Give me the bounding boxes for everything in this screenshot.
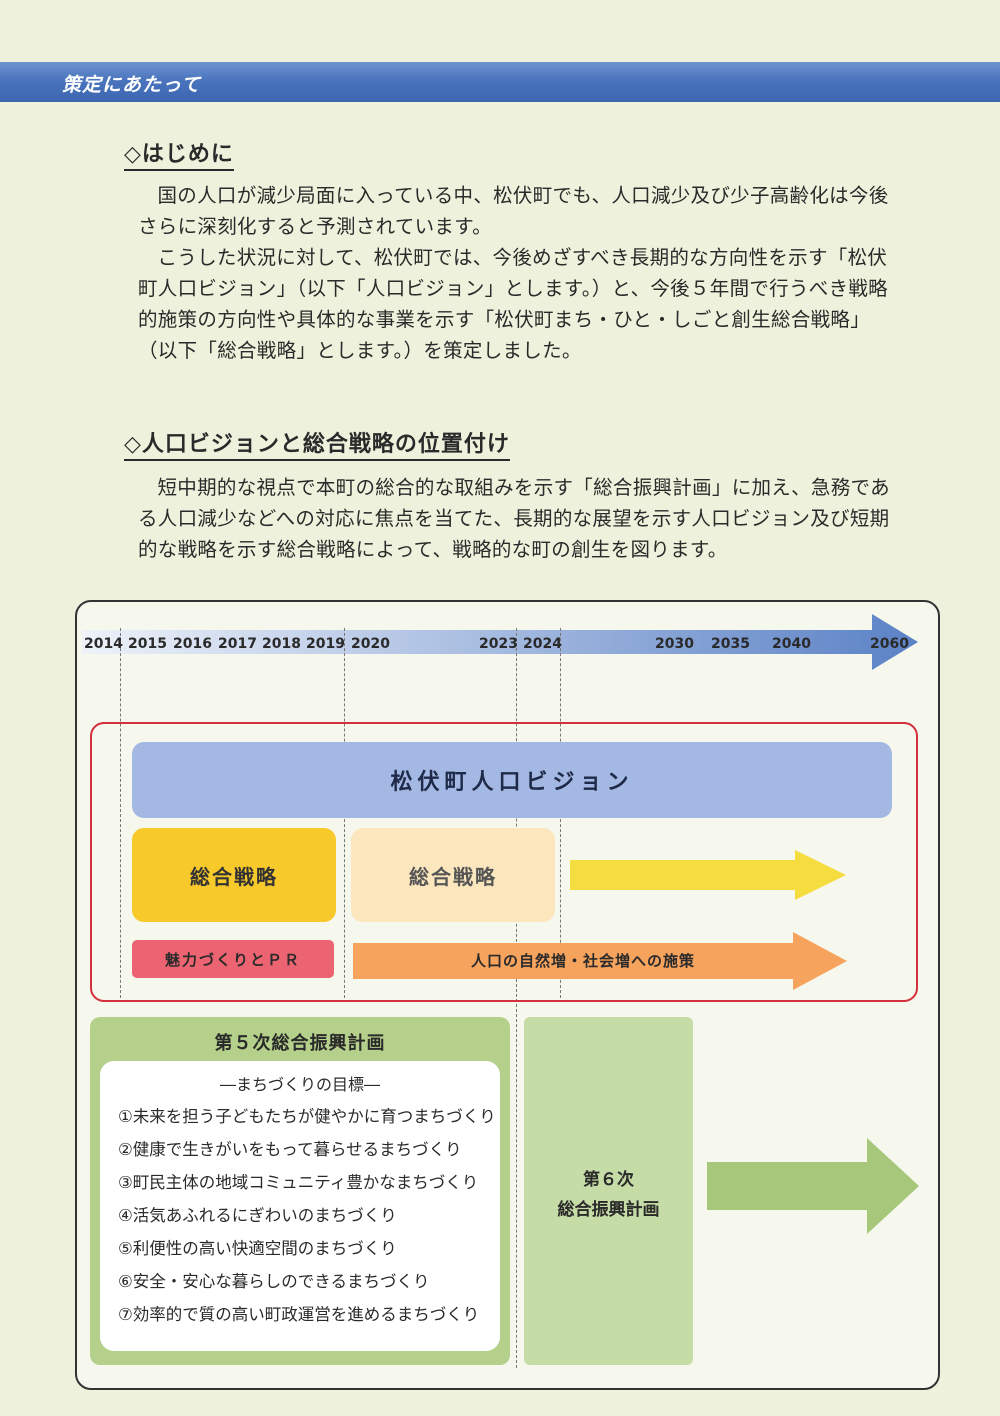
year-label: 2015 bbox=[128, 636, 167, 652]
vision-strategy-frame bbox=[90, 722, 918, 1002]
goals-panel: ―まちづくりの目標― ①未来を担う子どもたちが健やかに育つまちづくり ②健康で生… bbox=[100, 1061, 500, 1351]
year-label: 2024 bbox=[523, 636, 562, 652]
year-label: 2016 bbox=[173, 636, 212, 652]
timeline-arrow bbox=[82, 614, 918, 670]
population-vision-bar: 松伏町人口ビジョン bbox=[132, 742, 892, 818]
strategy-box-second: 総合戦略 bbox=[351, 828, 555, 922]
year-line-2023 bbox=[516, 628, 517, 1368]
intro-heading: ◇はじめに bbox=[124, 136, 234, 171]
section-header-bar: 策定にあたって bbox=[0, 62, 1000, 102]
year-label: 2019 bbox=[306, 636, 345, 652]
sixth-plan-line2: 総合振興計画 bbox=[557, 1200, 660, 1220]
goal-item: ⑥安全・安心な暮らしのできるまちづくり bbox=[118, 1272, 430, 1291]
population-vision-label: 松伏町人口ビジョン bbox=[390, 770, 634, 795]
fifth-plan-box: 第５次総合振興計画 ―まちづくりの目標― ①未来を担う子どもたちが健やかに育つま… bbox=[90, 1017, 510, 1365]
year-label: 2035 bbox=[711, 636, 750, 652]
year-label: 2023 bbox=[479, 636, 518, 652]
fifth-plan-title: 第５次総合振興計画 bbox=[214, 1033, 386, 1054]
appeal-pr-label: 魅力づくりとＰＲ bbox=[164, 950, 301, 969]
strategy-box-first: 総合戦略 bbox=[132, 828, 336, 922]
year-label: 2030 bbox=[655, 636, 694, 652]
year-label: 2060 bbox=[870, 636, 909, 652]
intro-paragraph-2: こうした状況に対して、松伏町では、今後めざすべき長期的な方向性を示す「松伏町人口… bbox=[138, 246, 888, 362]
strategy-first-label: 総合戦略 bbox=[190, 864, 278, 889]
year-label: 2018 bbox=[262, 636, 301, 652]
sixth-plan-label: 第６次 総合振興計画 bbox=[524, 1165, 693, 1225]
goal-item: ①未来を担う子どもたちが健やかに育つまちづくり bbox=[118, 1107, 496, 1126]
sixth-plan-box: 第６次 総合振興計画 bbox=[524, 1017, 693, 1365]
measures-label: 人口の自然増・社会増への施策 bbox=[470, 952, 695, 970]
header-title: 策定にあたって bbox=[62, 74, 202, 96]
goal-item: ②健康で生きがいをもって暮らせるまちづくり bbox=[118, 1140, 462, 1159]
year-label: 2020 bbox=[351, 636, 390, 652]
year-label: 2017 bbox=[218, 636, 257, 652]
measures-arrow bbox=[353, 932, 847, 990]
positioning-paragraph: 短中期的な視点で本町の総合的な取組みを示す「総合振興計画」に加え、急務である人口… bbox=[138, 476, 890, 561]
appeal-pr-box: 魅力づくりとＰＲ bbox=[132, 940, 334, 978]
strategy-continue-arrow bbox=[570, 850, 846, 900]
goal-item: ⑤利便性の高い快適空間のまちづくり bbox=[118, 1239, 397, 1258]
positioning-heading: ◇人口ビジョンと総合戦略の位置付け bbox=[124, 426, 510, 461]
year-line-2015 bbox=[120, 628, 121, 998]
plan-continue-arrow bbox=[707, 1138, 919, 1234]
sixth-plan-line1: 第６次 bbox=[583, 1170, 634, 1190]
goal-item: ⑦効率的で質の高い町政運営を進めるまちづくり bbox=[118, 1305, 480, 1324]
strategy-second-label: 総合戦略 bbox=[409, 864, 497, 889]
goals-heading: ―まちづくりの目標― bbox=[219, 1075, 380, 1094]
year-label: 2014 bbox=[84, 636, 123, 652]
year-label: 2040 bbox=[772, 636, 811, 652]
positioning-body: 短中期的な視点で本町の総合的な取組みを示す「総合振興計画」に加え、急務である人口… bbox=[138, 472, 890, 565]
intro-paragraph-1: 国の人口が減少局面に入っている中、松伏町でも、人口減少及び少子高齢化は今後さらに… bbox=[138, 184, 889, 238]
goal-item: ④活気あふれるにぎわいのまちづくり bbox=[118, 1206, 397, 1225]
goal-item: ③町民主体の地域コミュニティ豊かなまちづくり bbox=[118, 1173, 479, 1192]
intro-body: 国の人口が減少局面に入っている中、松伏町でも、人口減少及び少子高齢化は今後さらに… bbox=[138, 180, 890, 366]
